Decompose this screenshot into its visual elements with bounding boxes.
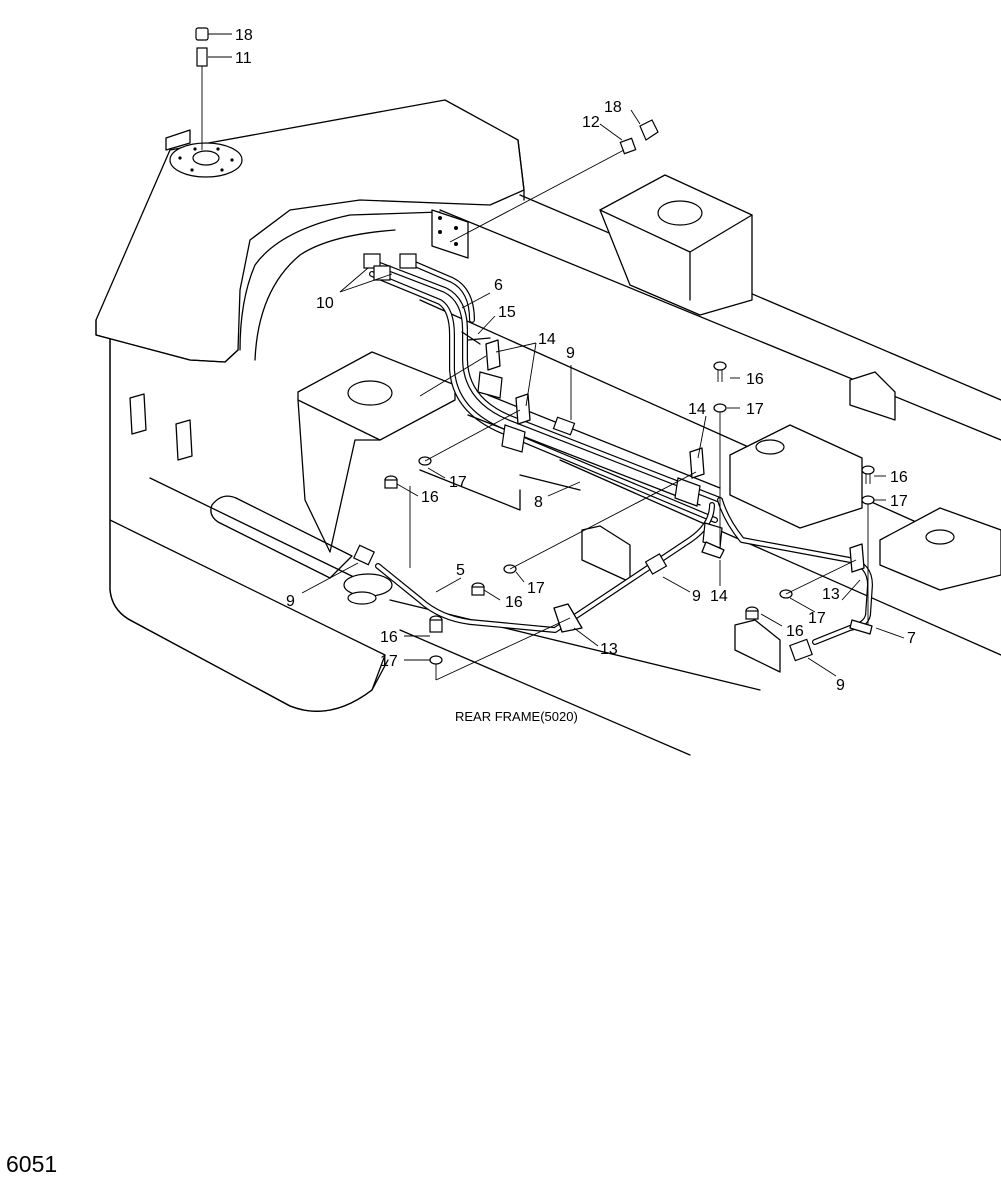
callout-12: 12 (582, 114, 600, 131)
frame-rail-top2 (519, 194, 1001, 401)
sleeve-2 (501, 424, 526, 453)
bolt-16-f (745, 606, 759, 620)
callout-16-b: 16 (421, 489, 439, 506)
callout-13-a: 13 (600, 641, 618, 658)
callout-14-c: 14 (710, 588, 728, 605)
cap-18-top (195, 27, 209, 41)
right-far-hole (925, 529, 955, 545)
center-hole (347, 380, 393, 406)
sleeve-3 (674, 477, 701, 507)
clamp-14d (701, 541, 725, 559)
washer-17-a (713, 403, 727, 413)
callout-17-e: 17 (808, 610, 826, 627)
side-bracket-2 (175, 419, 193, 461)
callout-18-right: 18 (604, 99, 622, 116)
callout-5: 5 (456, 562, 465, 579)
callout-16-a: 16 (746, 371, 764, 388)
fitting-9-left (352, 544, 376, 566)
bolt-16-b (861, 465, 875, 484)
clamp-13c (849, 619, 873, 635)
page-number: 6051 (6, 1151, 58, 1177)
frame-line-a (149, 477, 361, 581)
callouts: 18 11 18 12 6 15 10 14 9 16 14 17 17 16 … (208, 27, 916, 724)
callout-16-e: 16 (786, 623, 804, 640)
frame-rail-bottom (399, 629, 691, 756)
callout-17-b: 17 (449, 474, 467, 491)
callout-15: 15 (498, 304, 516, 321)
tank-top-edge (95, 319, 239, 363)
callout-9-upper: 9 (566, 345, 575, 362)
tank-lug (165, 129, 191, 151)
lower-tab-2 (734, 619, 781, 673)
frame-detail (419, 469, 581, 511)
right-tab (849, 371, 896, 421)
callout-9-mid: 9 (692, 588, 701, 605)
clamp-13b (849, 543, 865, 573)
bolt-16-d (471, 582, 485, 596)
callout-18-top: 18 (235, 27, 253, 44)
fitting-9-upper (552, 416, 576, 436)
center-box-side (297, 399, 381, 553)
clamp-14c (689, 447, 705, 479)
lower-tab-1 (581, 525, 631, 583)
tank-arch-inner (254, 229, 396, 361)
cylinder-joint-lower (347, 591, 377, 605)
callout-9-right: 9 (836, 677, 845, 694)
right-upper-box-edges (599, 209, 753, 301)
tank-arch (239, 211, 441, 351)
callout-17-f: 17 (890, 493, 908, 510)
callout-14-a: 14 (538, 331, 556, 348)
callout-8: 8 (534, 494, 543, 511)
right-mid-box (729, 424, 863, 529)
fitting-12 (619, 137, 637, 155)
right-upper-hole (657, 200, 703, 226)
washer-17-b (861, 495, 875, 505)
bolt-16-c (384, 475, 398, 489)
callout-13-b: 13 (822, 586, 840, 603)
sleeve-1 (477, 371, 503, 399)
bolt-16-e (429, 615, 443, 633)
callout-10: 10 (316, 295, 334, 312)
callout-16-f: 16 (890, 469, 908, 486)
right-mid-hole (755, 439, 785, 455)
clamp-14a (485, 339, 501, 371)
clamp-13a (553, 603, 583, 633)
fitting-9-mid (644, 553, 668, 575)
frame-rail-inner (559, 459, 1001, 656)
cap-18-right (639, 119, 659, 141)
callout-17-a: 17 (746, 401, 764, 418)
rear-frame (95, 99, 1001, 756)
bolt-16-a (713, 361, 727, 382)
callout-17-c: 17 (527, 580, 545, 597)
tie-15 (461, 331, 491, 345)
callout-9-left: 9 (286, 593, 295, 610)
callout-16-c: 16 (505, 594, 523, 611)
loose-parts (195, 27, 875, 681)
fitting-10c (399, 253, 417, 269)
fitting-9-right (789, 638, 813, 662)
fitting-10a (363, 253, 381, 269)
callout-17-d: 17 (380, 653, 398, 670)
right-far-box (879, 507, 1001, 591)
callout-11: 11 (235, 50, 252, 67)
hose-bracket-plate (431, 209, 469, 259)
side-bracket-1 (129, 393, 147, 435)
callout-7: 7 (907, 630, 916, 647)
clamp-14b (515, 393, 531, 425)
callout-16-d: 16 (380, 629, 398, 646)
lower-cylinder (210, 495, 353, 579)
callout-6: 6 (494, 277, 503, 294)
frame-rail-mid (419, 299, 1001, 561)
pipe-8b (467, 414, 701, 506)
filler-neck (192, 150, 220, 166)
frame-rail-top (439, 209, 1001, 441)
fitting-11 (196, 47, 208, 67)
diagram-caption: REAR FRAME(5020) (455, 709, 578, 724)
frame-left-outline (109, 329, 389, 712)
hoses (352, 253, 873, 662)
washer-17-e (429, 655, 443, 665)
callout-14-b: 14 (688, 401, 706, 418)
